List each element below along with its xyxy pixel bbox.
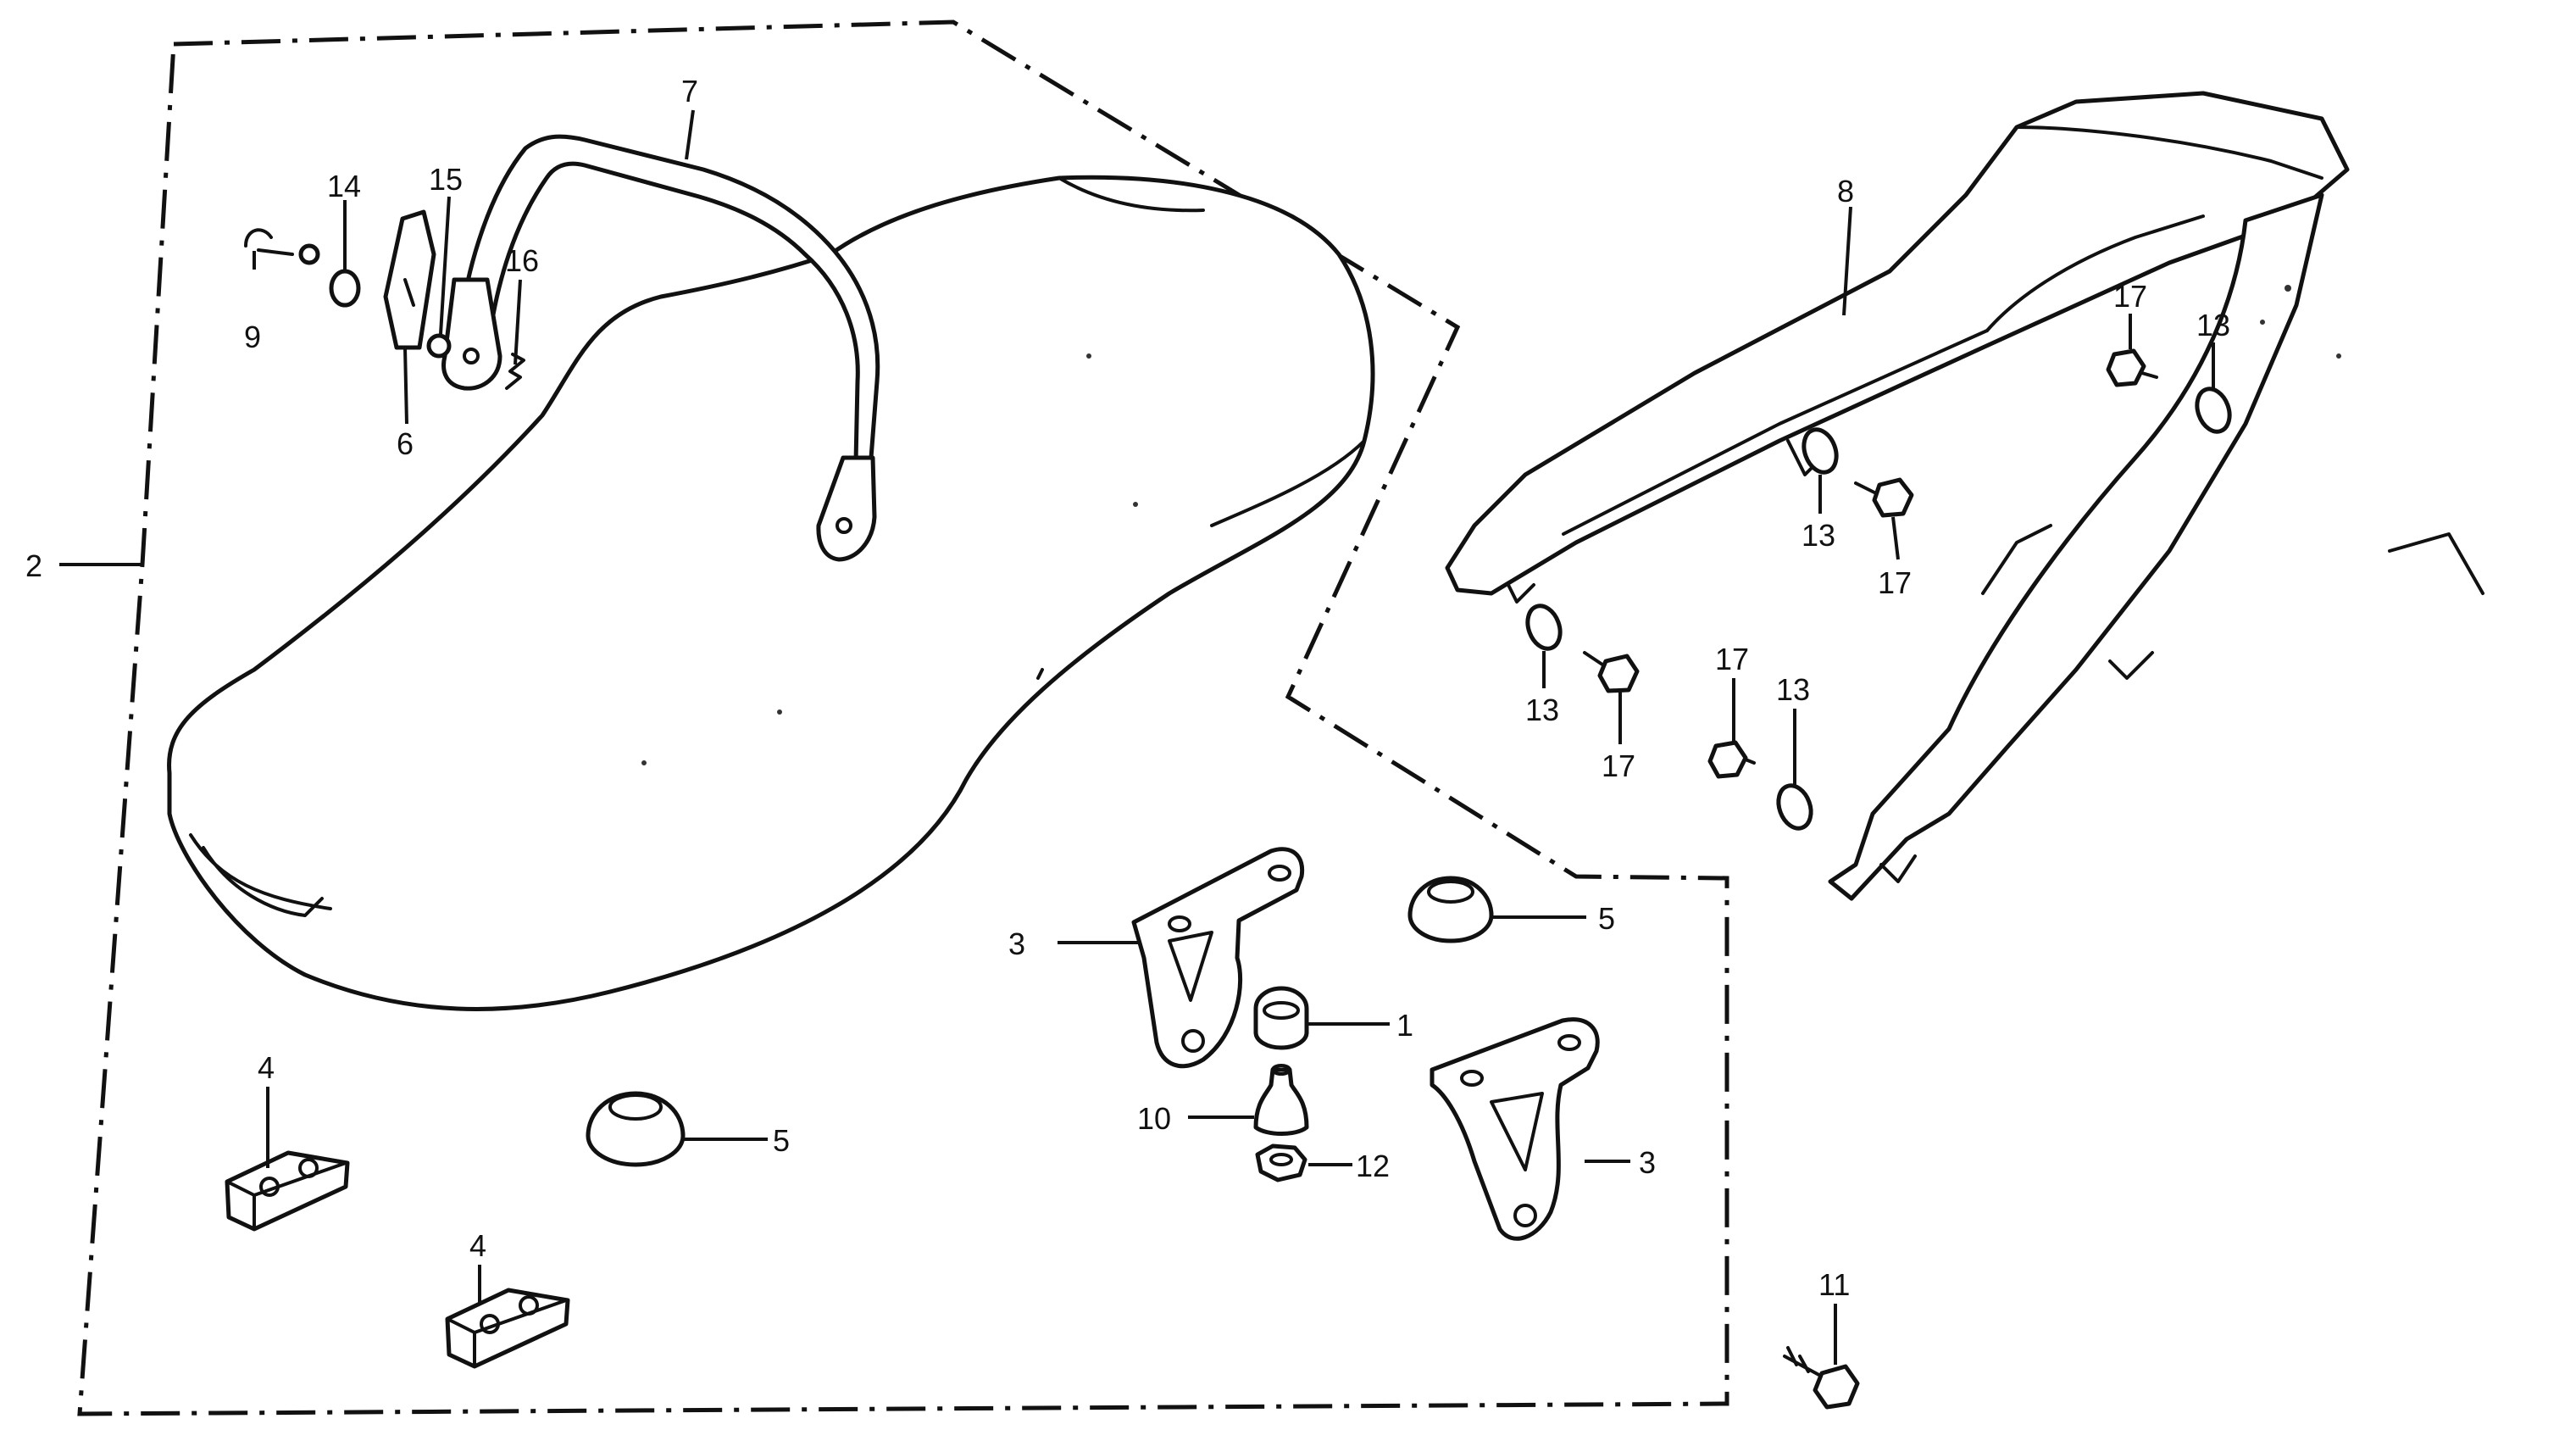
callout-7: 7 [681,74,698,108]
callout-8: 8 [1837,174,1854,209]
washer-icon [1776,783,1813,831]
bolt-icon [1783,1346,1860,1410]
callout-2: 2 [25,548,42,583]
bolt-icon [1583,651,1640,693]
nut-icon [1255,1143,1307,1182]
seat-icon [167,175,1375,1011]
bracket-icon [1131,847,1305,1069]
bolt-icon [1707,740,1756,779]
callout-6: 6 [397,426,414,461]
callout-4: 4 [258,1050,275,1085]
washer-icon [2195,387,2232,434]
callout-9: 9 [244,320,261,354]
callout-4: 4 [469,1228,486,1263]
callout-17: 17 [1878,565,1912,600]
grommet-icon [1253,986,1309,1050]
stopper-icon [225,1150,350,1232]
bolt-icon [1854,477,1914,518]
leader-lines [59,109,2215,1365]
callout-10: 10 [1137,1101,1171,1136]
rear-cowl-icon [1445,91,2484,901]
callout-17: 17 [1602,748,1635,783]
callout-3: 3 [1008,926,1025,961]
washer-icon [1802,427,1839,475]
callout-12: 12 [1356,1149,1390,1183]
callout-15: 15 [429,162,463,197]
callout-1: 1 [1396,1008,1413,1043]
washer-icon [329,269,361,308]
callout-5: 5 [773,1123,790,1158]
hook-bolt-icon [244,228,320,265]
callout-labels: 2 7 14 9 15 16 6 8 17 13 13 17 13 17 17 … [25,74,2230,1302]
cushion-icon [586,1091,686,1167]
callout-11: 11 [1818,1267,1850,1302]
washer-icon [1525,604,1563,651]
callout-13: 13 [1525,693,1559,727]
callout-14: 14 [327,169,361,203]
grab-strap-icon [441,134,880,562]
cushion-icon [1407,876,1494,943]
callout-3: 3 [1639,1145,1656,1180]
assembly-boundary [77,19,1729,1416]
callout-17: 17 [2113,279,2147,314]
callout-17: 17 [1715,642,1749,676]
stopper-icon [445,1288,570,1369]
bolt-icon [2106,348,2158,387]
callout-13: 13 [1776,672,1810,707]
callout-5: 5 [1598,901,1615,936]
spring-clip-icon [505,353,525,390]
bracket-icon [1430,1017,1600,1241]
callout-16: 16 [505,243,539,278]
callout-13: 13 [1802,518,1835,553]
collar-icon [1253,1064,1309,1136]
latch-plate-icon [383,209,452,359]
callout-13: 13 [2196,308,2230,342]
